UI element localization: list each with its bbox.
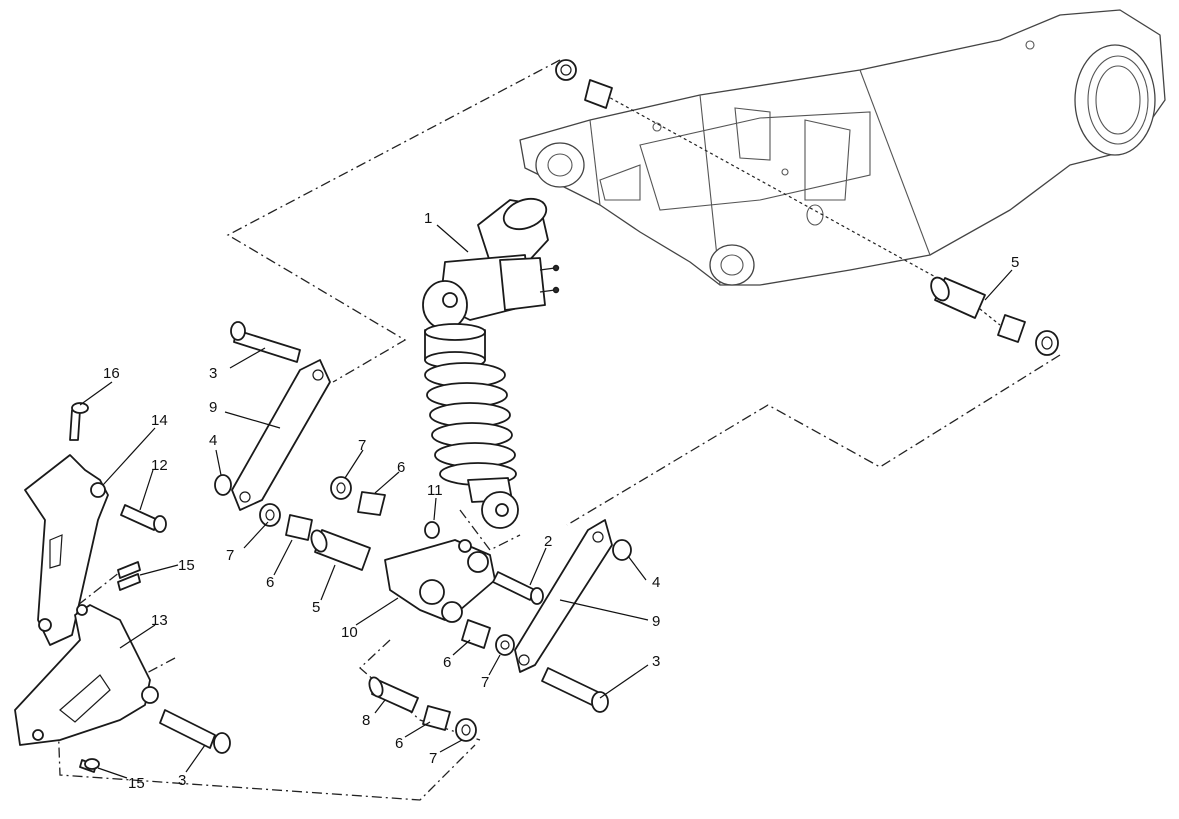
- mid-spacers: [330, 476, 440, 539]
- lower-spacers: [368, 676, 477, 742]
- callout-2: 2: [544, 533, 552, 550]
- callout-6-lower: 6: [395, 735, 403, 752]
- callout-10: 10: [341, 624, 358, 641]
- callout-3-lower: 3: [178, 772, 186, 789]
- callout-4-right: 4: [652, 574, 660, 591]
- callout-3-left: 3: [209, 365, 217, 382]
- callout-14: 14: [151, 412, 168, 429]
- leader-lines: [79, 224, 1013, 779]
- bolt-2: [492, 571, 544, 605]
- callout-7-lower: 7: [429, 750, 437, 767]
- callout-6-upper: 6: [397, 459, 405, 476]
- callout-6-right: 6: [443, 654, 451, 671]
- left-link-assembly: [214, 321, 371, 571]
- callout-5-left: 5: [312, 599, 320, 616]
- callout-12: 12: [151, 457, 168, 474]
- callout-4-left: 4: [209, 432, 217, 449]
- callout-7-upper: 7: [358, 437, 366, 454]
- callout-9-right: 9: [652, 613, 660, 630]
- callout-labels: 1 5 3 9 16 14 12 4 7 6 11 2 4 9 3 15 13 …: [103, 210, 1019, 792]
- callout-11: 11: [427, 482, 443, 499]
- callout-7-left: 7: [226, 547, 234, 564]
- callout-7-right: 7: [481, 674, 489, 691]
- swingarm: [519, 9, 1166, 286]
- callout-5-top: 5: [1011, 254, 1019, 271]
- callout-15-lower: 15: [128, 775, 145, 792]
- callout-9-left: 9: [209, 399, 217, 416]
- upper-spacers: [555, 59, 1059, 356]
- callout-16: 16: [103, 365, 120, 382]
- callout-6-left: 6: [266, 574, 274, 591]
- callout-13: 13: [151, 612, 168, 629]
- left-brackets: [14, 402, 231, 773]
- right-link-assembly: [461, 519, 632, 713]
- shock-absorber: [422, 197, 560, 529]
- callout-8: 8: [362, 712, 370, 729]
- rocker: [384, 539, 496, 623]
- callout-1: 1: [424, 210, 432, 227]
- callout-15-upper: 15: [178, 557, 195, 574]
- callout-3-right: 3: [652, 653, 660, 670]
